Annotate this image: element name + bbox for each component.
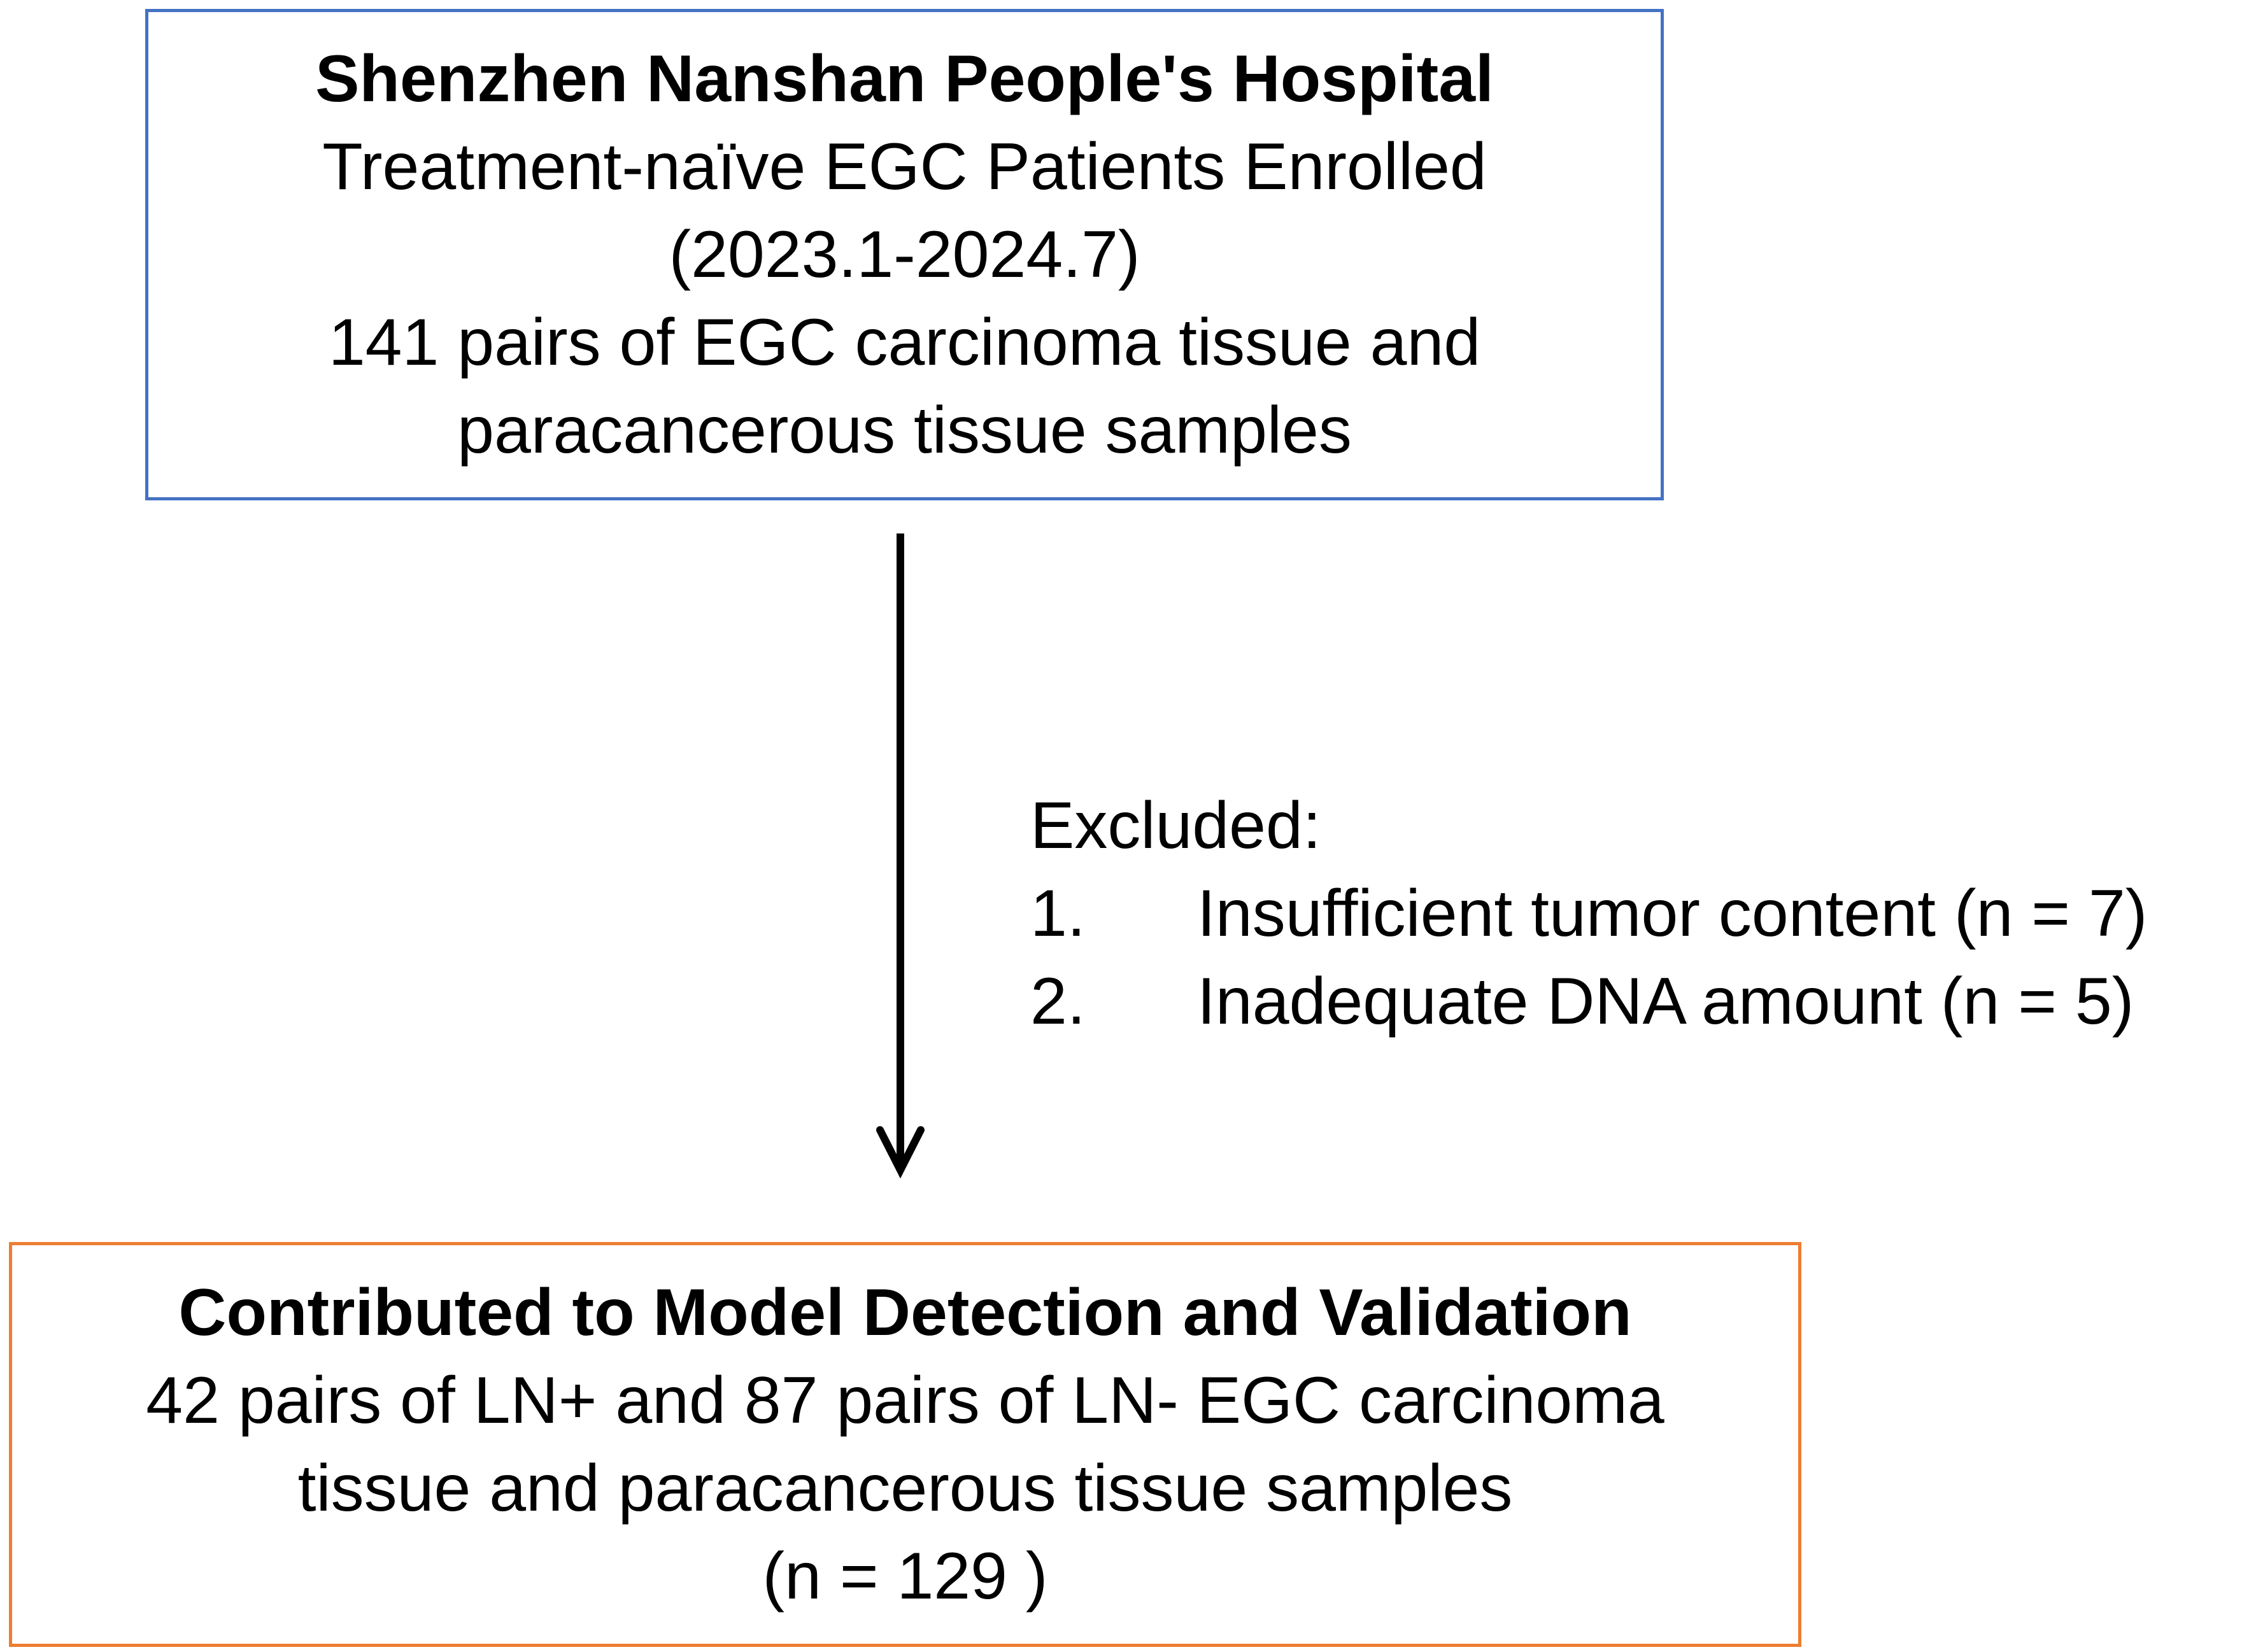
enrollment-line-4: paracancerous tissue samples [457,393,1352,467]
exclusion-item-text: Inadequate DNA amount (n = 5) [1197,964,2134,1038]
enrollment-line-3: 141 pairs of EGC carcinoma tissue and [328,306,1481,379]
analysis-line-2: tissue and paracancerous tissue samples [297,1451,1513,1525]
flow-arrow-head [876,1126,925,1179]
exclusion-heading: Excluded: [1030,789,1321,863]
exclusion-item-number: 1. [1030,877,1086,950]
exclusion-note: Excluded: 1. Insufficient tumor content (… [1030,782,2147,1045]
exclusion-item-number: 2. [1030,964,1086,1038]
enrollment-line-2: (2023.1-2024.7) [669,218,1140,292]
exclusion-item: 2. Inadequate DNA amount (n = 5) [1030,957,2147,1045]
enrollment-line-1: Treatment-naïve EGC Patients Enrolled [322,130,1487,204]
analysis-line-1: 42 pairs of LN+ and 87 pairs of LN- EGC … [146,1364,1664,1437]
exclusion-item: 1. Insufficient tumor content (n = 7) [1030,870,2147,957]
enrollment-title: Shenzhen Nanshan People's Hospital [315,42,1494,116]
enrollment-box: Shenzhen Nanshan People's Hospital Treat… [145,9,1664,500]
exclusion-item-text: Insufficient tumor content (n = 7) [1197,877,2148,950]
analysis-title: Contributed to Model Detection and Valid… [178,1276,1632,1350]
analysis-box: Contributed to Model Detection and Valid… [9,1242,1801,1647]
analysis-line-3: (n = 129 ) [762,1539,1048,1613]
